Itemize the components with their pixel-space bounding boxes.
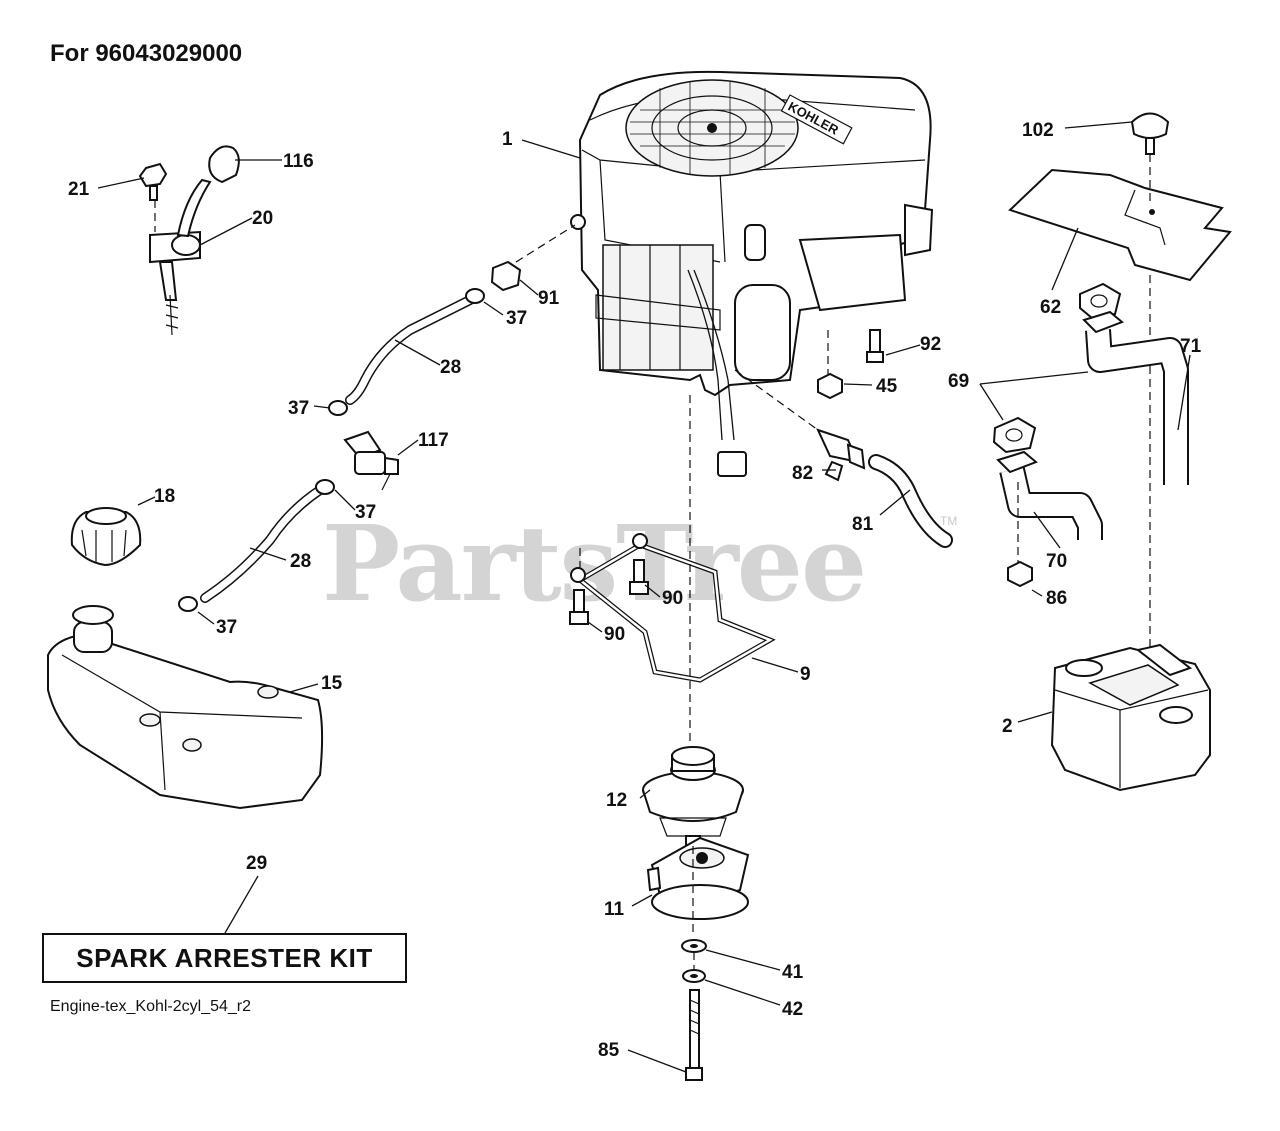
fitting-91-part[interactable] [490,260,522,292]
washer-42-part[interactable] [682,969,706,983]
callout-85: 85 [598,1040,620,1061]
diagram-caption: Engine-tex_Kohl-2cyl_54_r2 [50,998,252,1015]
fuel-line-upper-part[interactable] [345,295,475,405]
electric-clutch-part[interactable] [646,836,750,920]
spark-arrester-kit-box[interactable]: SPARK ARRESTER KIT [42,933,407,983]
nut-86-part[interactable] [1007,560,1033,588]
throttle-lever-part[interactable] [149,178,212,336]
watermark: PartsTree [322,502,867,625]
callout-28-low: 28 [290,551,311,572]
callout-12: 12 [606,790,627,811]
callout-116: 116 [283,151,314,172]
callout-11: 11 [604,899,625,920]
callout-numbers: 1 116 21 20 91 37 28 37 117 37 28 18 37 … [68,120,1202,1061]
callout-28-top: 28 [440,357,461,378]
callout-9: 9 [800,664,811,685]
fuel-shutoff-valve-part[interactable] [343,430,399,491]
bolt-21-part[interactable] [138,162,168,201]
heat-shield-part[interactable] [1008,168,1232,282]
callout-2: 2 [1002,716,1013,737]
callout-82: 82 [792,463,813,484]
callout-37-bottom: 37 [216,617,237,638]
callout-37-low: 37 [355,502,376,523]
lever-knob-part[interactable] [208,145,240,184]
watermark-trademark: TM [940,514,958,528]
callout-90-upper: 90 [662,588,683,609]
fuel-line-lower-part[interactable] [200,485,325,603]
callout-42: 42 [782,999,803,1020]
engine-plate-part[interactable] [570,533,776,683]
callout-37-mid: 37 [288,398,309,419]
callout-15: 15 [321,673,343,694]
callout-62: 62 [1040,297,1061,318]
knob-102-part[interactable] [1130,112,1170,155]
leader-lines [97,121,1191,1073]
exhaust-pipe-70-part[interactable] [996,450,1103,540]
callout-29: 29 [246,853,267,874]
callout-90-lower: 90 [604,624,625,645]
nut-45-part[interactable] [817,372,843,400]
spark-arrester-kit-label: SPARK ARRESTER KIT [76,942,373,973]
exhaust-pipe-71-part[interactable] [1082,310,1189,485]
callout-20: 20 [252,208,273,229]
callout-81: 81 [852,514,874,535]
callout-70: 70 [1046,551,1067,572]
callout-117: 117 [418,430,449,451]
fuel-tank-part[interactable] [47,605,324,810]
drain-hose-part[interactable] [868,454,953,548]
drain-valve-part[interactable] [816,428,866,482]
callout-102: 102 [1022,120,1054,141]
diagram-title: For 96043029000 [50,40,243,67]
bolt-85-part[interactable] [685,989,703,1081]
callout-18: 18 [154,486,175,507]
callout-21: 21 [68,179,90,200]
muffler-part[interactable] [1050,643,1211,792]
callout-41: 41 [782,962,804,983]
callout-71: 71 [1180,336,1202,357]
callout-91: 91 [538,288,560,309]
callout-69: 69 [948,371,969,392]
fuel-cap-part[interactable] [70,507,142,567]
callout-92: 92 [920,334,941,355]
callout-37-top: 37 [506,308,527,329]
pulley-part[interactable] [642,746,744,847]
hose-clamp-part[interactable] [178,288,485,612]
callout-1: 1 [502,129,513,150]
engine-part[interactable]: KOHLER [570,70,934,477]
callout-45: 45 [876,376,898,397]
washer-41-part[interactable] [681,939,707,953]
callout-86: 86 [1046,588,1067,609]
bolt-92-part[interactable] [866,329,884,363]
exhaust-gasket-part[interactable] [992,282,1122,454]
